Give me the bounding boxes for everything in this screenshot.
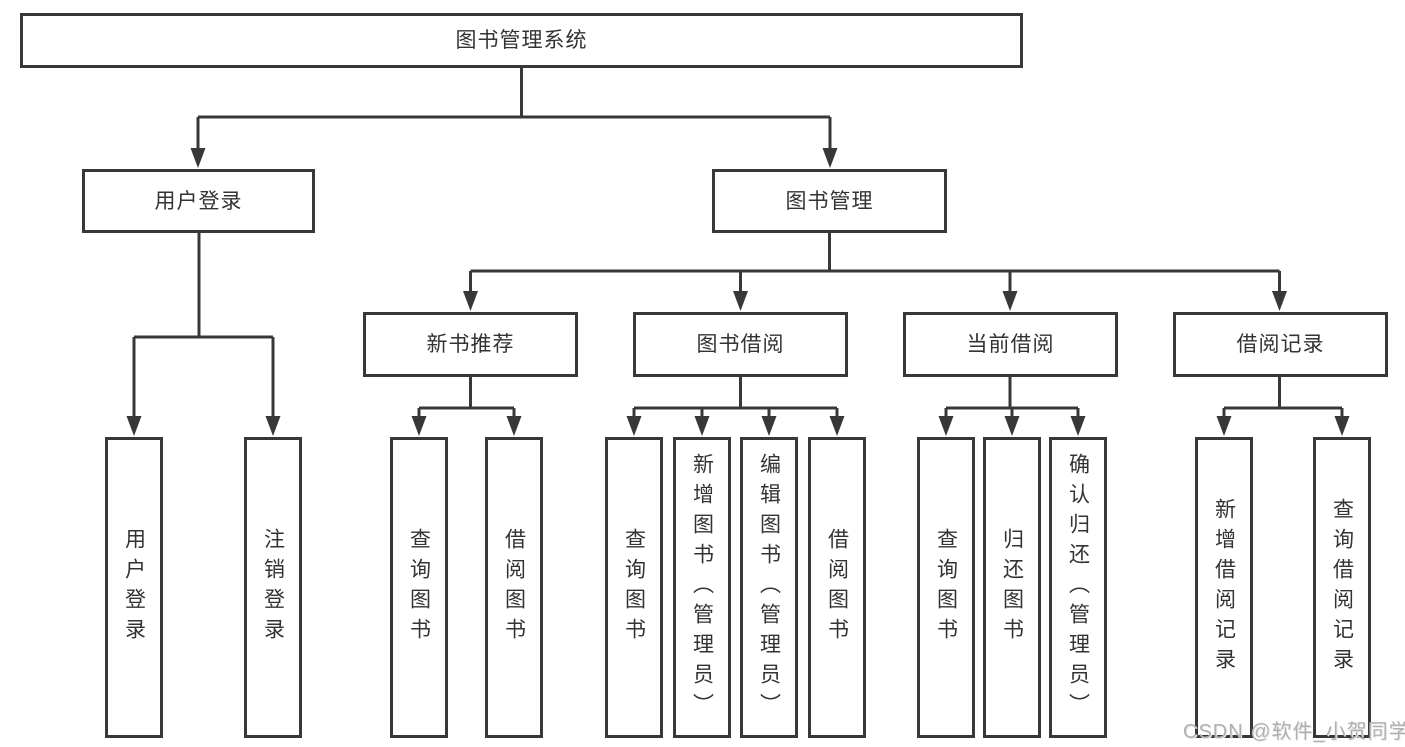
- arrow-down-icon: [1216, 416, 1232, 436]
- arrow-down-icon: [1002, 291, 1018, 311]
- node-current-borrowing: 当前借阅: [903, 312, 1118, 377]
- leaf-query-borrow-record: 查询借阅记录: [1313, 437, 1371, 738]
- connector-line: [469, 233, 1281, 295]
- leaf-query-books-recommend: 查询图书: [390, 437, 448, 738]
- arrow-down-icon: [761, 416, 777, 436]
- node-new-book-recommendation: 新书推荐: [363, 312, 578, 377]
- arrow-down-icon: [463, 291, 478, 311]
- arrow-down-icon: [265, 416, 281, 436]
- connector-current-borrowing-split: [944, 377, 1080, 420]
- leaf-edit-book-admin: 编辑图书（管理员）: [740, 437, 798, 738]
- arrow-down-icon: [1004, 416, 1020, 436]
- leaf-query-books-current: 查询图书: [917, 437, 975, 738]
- connector-new-book-split: [417, 377, 516, 420]
- leaf-user-login: 用户登录: [105, 437, 163, 738]
- arrow-down-icon: [829, 416, 845, 436]
- connector-borrow-records-split: [1222, 377, 1344, 420]
- arrow-down-icon: [1334, 416, 1350, 436]
- node-book-borrowing: 图书借阅: [633, 312, 848, 377]
- connector-line: [1222, 377, 1344, 420]
- connector-line: [196, 68, 832, 152]
- arrow-down-icon: [411, 416, 427, 436]
- leaf-borrow-books: 借阅图书: [808, 437, 866, 738]
- arrow-down-icon: [190, 148, 206, 168]
- leaf-query-books-borrowing: 查询图书: [605, 437, 663, 738]
- leaf-confirm-return-admin: 确认归还（管理员）: [1049, 437, 1107, 738]
- connector-book-management-split: [469, 233, 1281, 295]
- connector-line: [944, 377, 1080, 420]
- leaf-return-book: 归还图书: [983, 437, 1041, 738]
- arrow-down-icon: [733, 291, 748, 311]
- leaf-borrow-books-recommend: 借阅图书: [485, 437, 543, 738]
- connector-book-borrowing-split: [632, 377, 839, 420]
- connector-line: [132, 233, 275, 420]
- leaf-logout: 注销登录: [244, 437, 302, 738]
- csdn-watermark: CSDN @软件_小贺同学: [1183, 721, 1405, 743]
- connector-user-login-split: [132, 233, 275, 420]
- leaf-add-borrow-record: 新增借阅记录: [1195, 437, 1253, 738]
- arrow-down-icon: [938, 416, 954, 436]
- leaf-add-book-admin: 新增图书（管理员）: [673, 437, 731, 738]
- arrow-down-icon: [626, 416, 642, 436]
- arrow-down-icon: [694, 416, 710, 436]
- arrow-down-icon: [1272, 291, 1287, 311]
- arrow-down-icon: [822, 148, 838, 168]
- connector-line: [632, 377, 839, 420]
- node-user-login: 用户登录: [82, 169, 315, 233]
- arrow-down-icon: [506, 416, 522, 436]
- node-library-system: 图书管理系统: [20, 13, 1023, 68]
- arrow-down-icon: [126, 416, 142, 436]
- node-book-management: 图书管理: [712, 169, 947, 233]
- arrowheads: [126, 148, 1350, 436]
- node-borrowing-records: 借阅记录: [1173, 312, 1388, 377]
- arrow-down-icon: [1070, 416, 1086, 436]
- connector-line: [417, 377, 516, 420]
- connector-root-split: [196, 68, 832, 152]
